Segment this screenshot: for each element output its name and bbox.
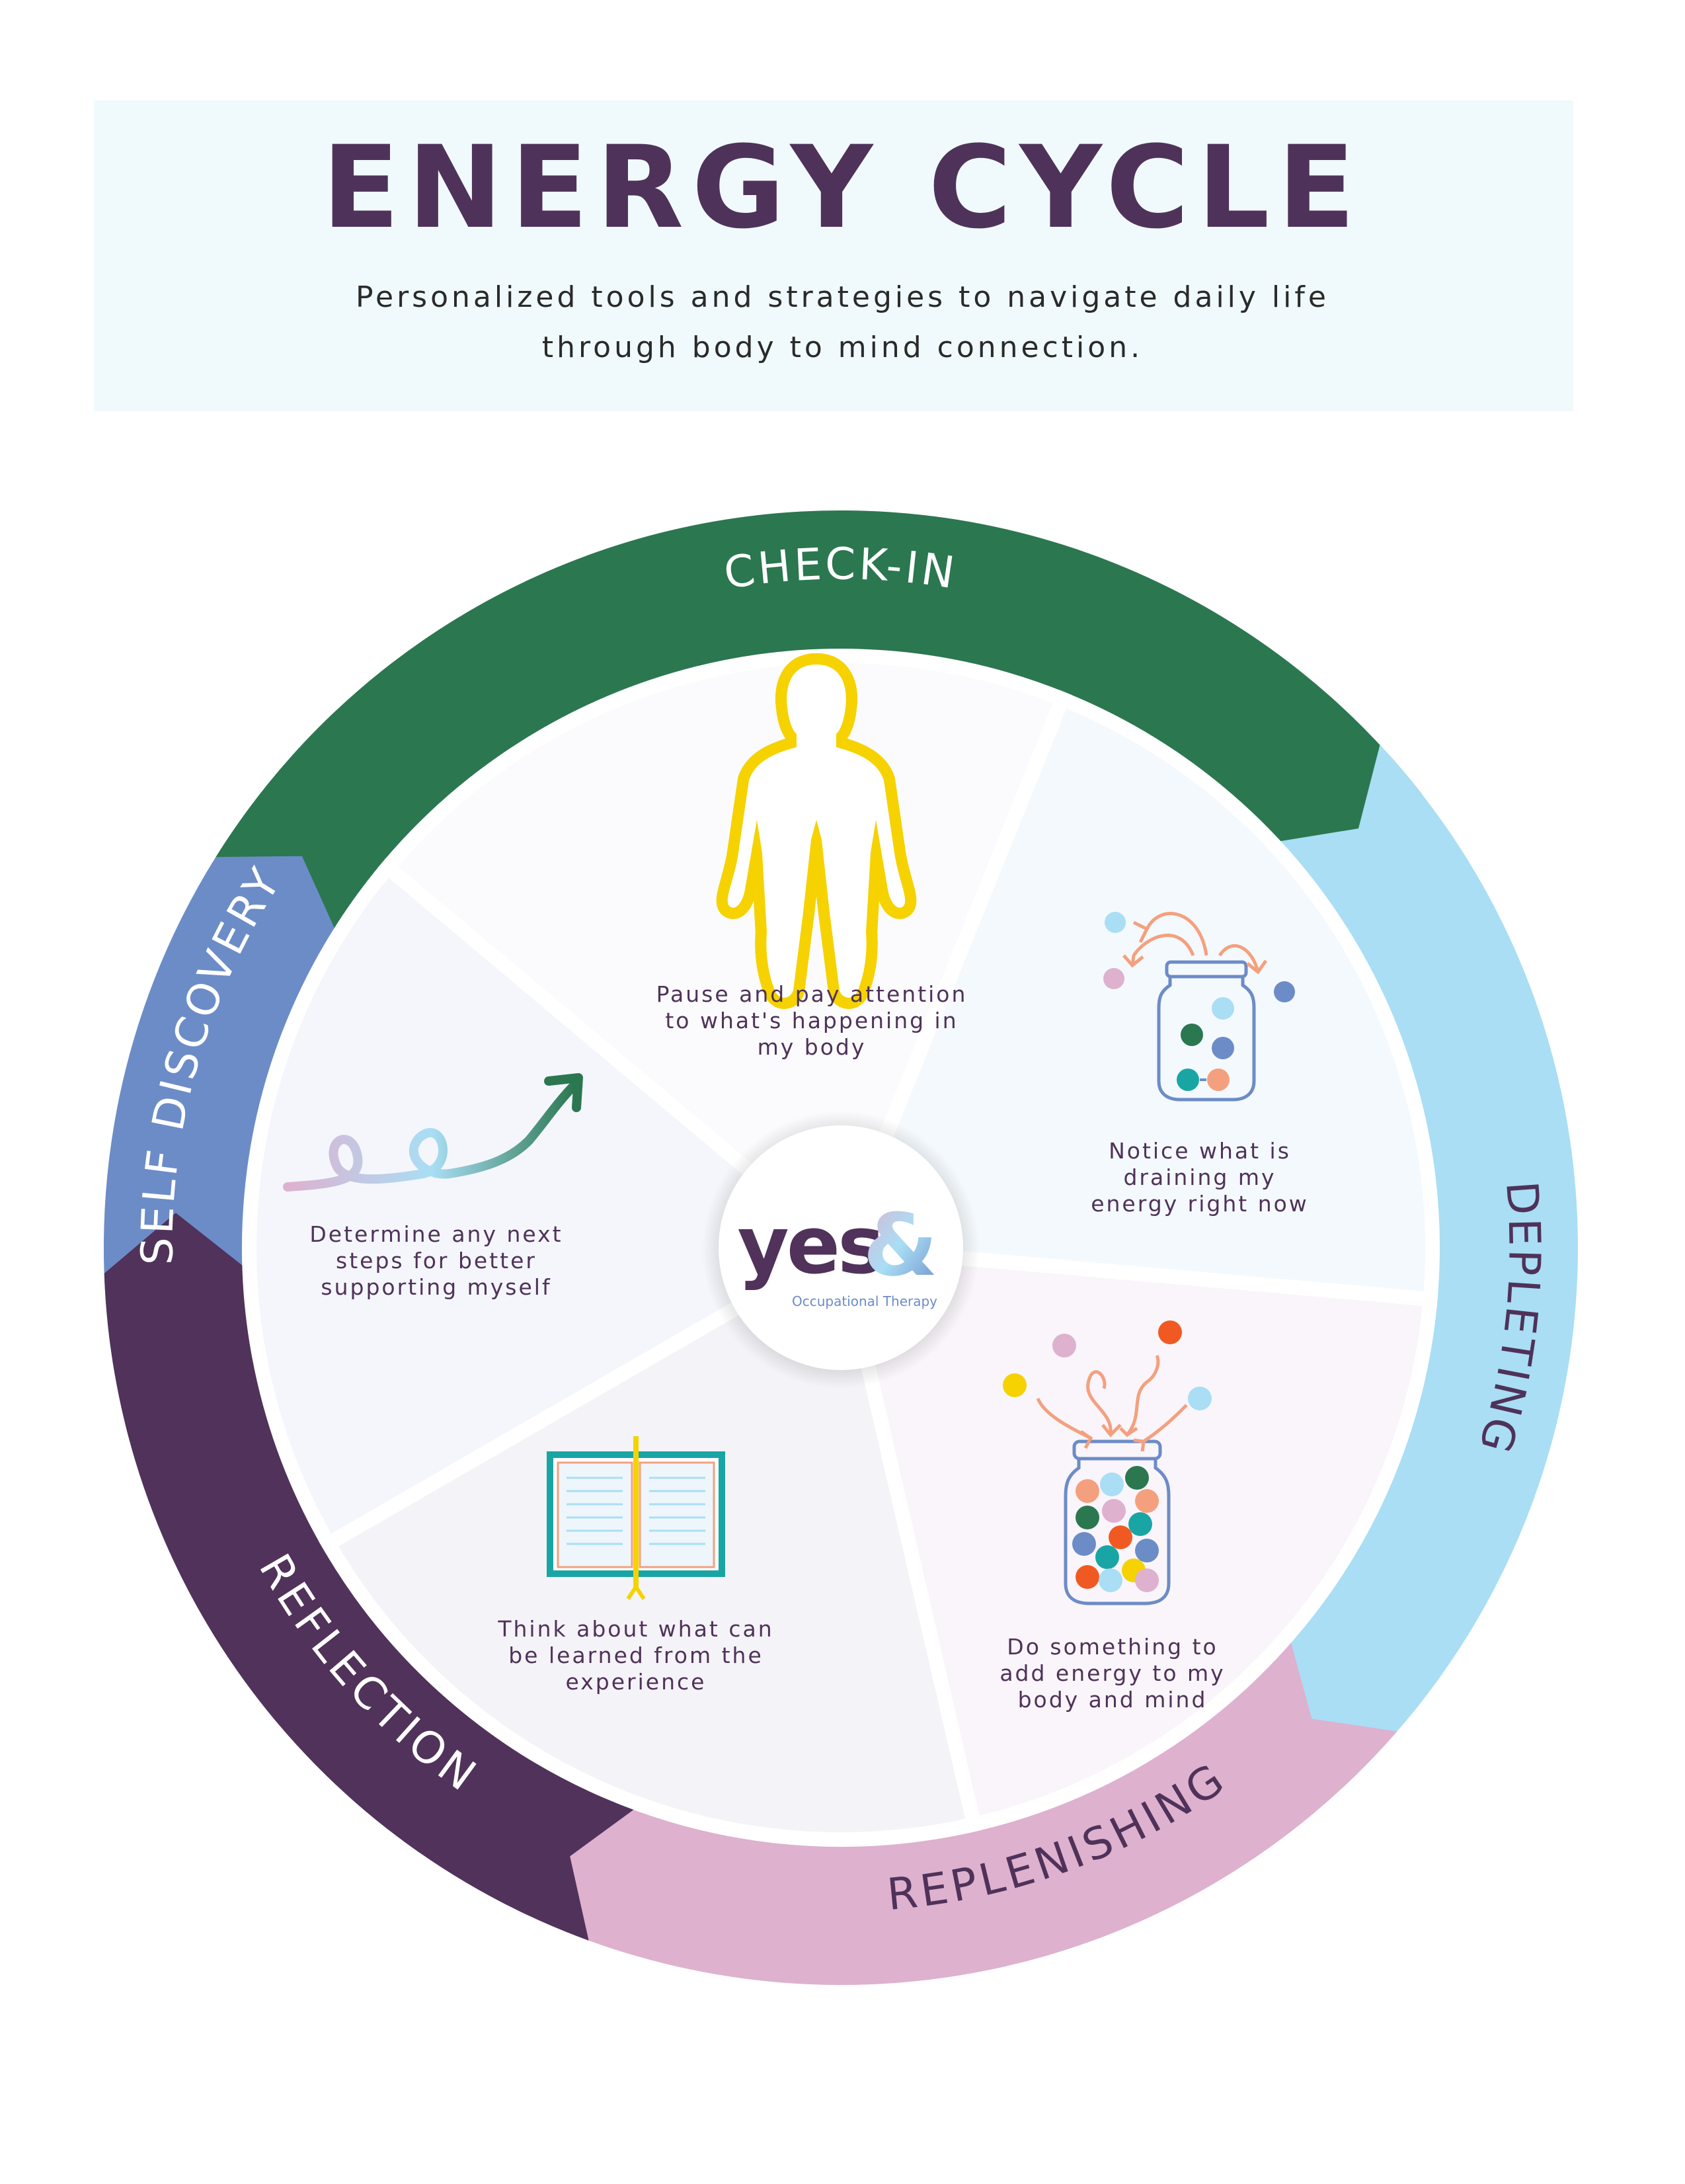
page-subtitle: Personalized tools and strategies to nav… [0, 272, 1685, 373]
open-book-icon [547, 1436, 725, 1600]
spiral-arrow-icon [283, 1073, 583, 1192]
ring-band-depleting [1246, 745, 1579, 1787]
ring-band-check-in [216, 510, 1422, 933]
ring-band-replenishing [498, 1638, 1397, 1986]
ring-band-reflection [104, 1213, 638, 1941]
ring-label-check-in: CHECK-IN [721, 539, 960, 599]
wedge-self-discovery [242, 857, 854, 1554]
logo-tagline: Occupational Therapy [792, 1293, 937, 1309]
wedge-replenishing [831, 1239, 1438, 1834]
filling-jar-icon [1003, 1320, 1212, 1605]
logo-badge: yes & Occupational Therapy [702, 1111, 980, 1389]
header-banner [94, 101, 1573, 411]
page-title: ENERGY CYCLE [321, 121, 1364, 254]
body-outline-icon [728, 653, 905, 998]
draining-jar-icon [1103, 912, 1295, 1102]
logo-word: yes [737, 1200, 882, 1292]
subtitle-line-1: Personalized tools and strategies to nav… [356, 280, 1329, 314]
subtitle-line-2: through body to mind connection. [541, 331, 1144, 364]
wedge-depleting [830, 689, 1440, 1307]
logo-ampersand: & [863, 1195, 937, 1295]
